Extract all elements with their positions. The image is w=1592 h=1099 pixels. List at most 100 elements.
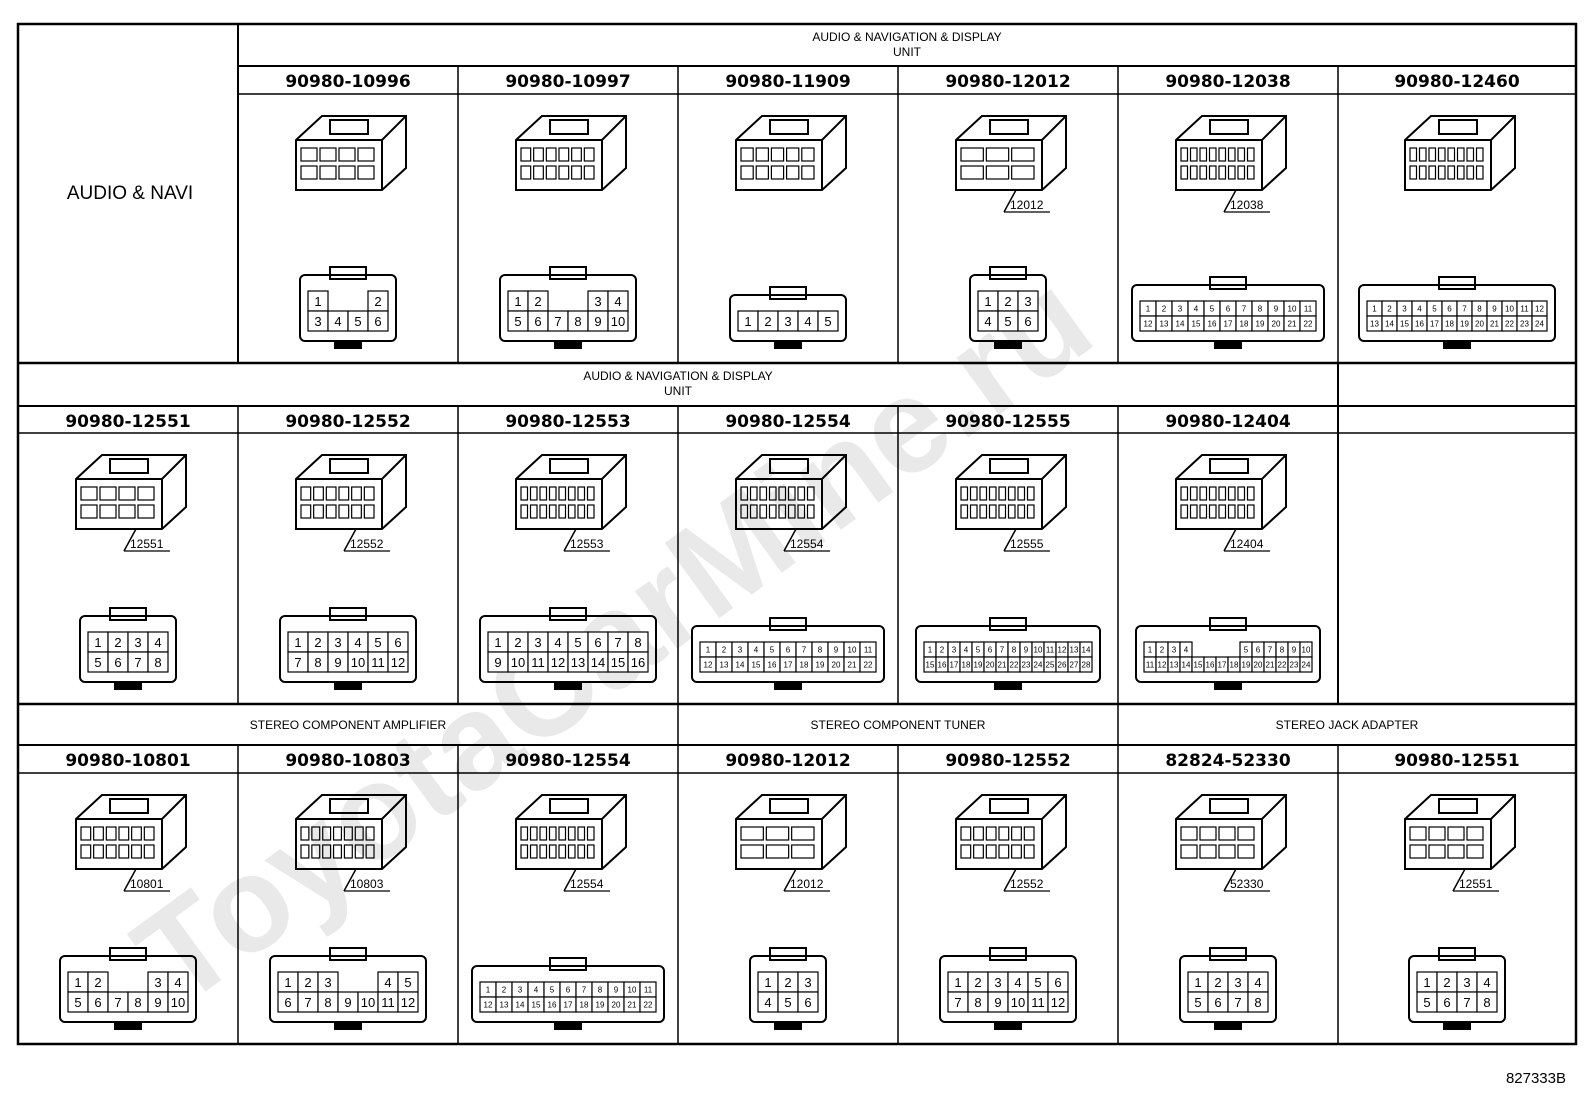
pin-number: 16 bbox=[631, 655, 645, 670]
pin-number: 11 bbox=[1520, 305, 1529, 314]
part-number: 90980-12554 bbox=[505, 751, 631, 771]
pin-number: 10 bbox=[1505, 305, 1514, 314]
pin-number: 5 bbox=[1244, 646, 1249, 655]
pin-number: 11 bbox=[1146, 661, 1155, 670]
part-number: 90980-12551 bbox=[65, 412, 190, 432]
pin-number: 8 bbox=[974, 995, 981, 1010]
pin-number: 14 bbox=[516, 1001, 525, 1010]
connector-isometric-icon: 10801 bbox=[75, 794, 187, 892]
pin-number: 7 bbox=[954, 995, 961, 1010]
group-header: UNIT bbox=[664, 384, 693, 398]
connector-tag: 12554 bbox=[790, 537, 824, 551]
connector-tag: 12404 bbox=[1230, 537, 1264, 551]
pin-number: 6 bbox=[1447, 305, 1452, 314]
pin-number: 1 bbox=[1372, 305, 1377, 314]
part-number: 90980-12012 bbox=[945, 72, 1070, 92]
pin-number: 2 bbox=[1160, 646, 1165, 655]
connector-tag: 12555 bbox=[1010, 537, 1044, 551]
pin-number: 2 bbox=[764, 314, 771, 329]
pin-number: 6 bbox=[374, 314, 381, 329]
pin-number: 1 bbox=[928, 646, 933, 655]
pin-number: 2 bbox=[502, 986, 507, 995]
pin-number: 1 bbox=[94, 635, 101, 650]
pin-number: 10 bbox=[1011, 995, 1025, 1010]
pin-number: 1 bbox=[494, 635, 501, 650]
pin-number: 9 bbox=[594, 314, 601, 329]
pin-number: 24 bbox=[1034, 661, 1043, 670]
connector-tag: 12554 bbox=[570, 877, 604, 891]
connector-isometric-icon: 12551 bbox=[75, 454, 187, 552]
pin-number: 6 bbox=[394, 635, 401, 650]
pin-number: 5 bbox=[404, 975, 411, 990]
group-header: STEREO COMPONENT TUNER bbox=[811, 718, 986, 732]
pin-number: 5 bbox=[976, 646, 981, 655]
pin-number: 1 bbox=[314, 294, 321, 309]
part-number: 90980-12552 bbox=[945, 751, 1070, 771]
part-number: 90980-12404 bbox=[1165, 412, 1291, 432]
connector-isometric-icon: 12553 bbox=[515, 454, 627, 552]
part-number: 90980-11909 bbox=[725, 72, 850, 92]
pin-number: 4 bbox=[1483, 975, 1490, 990]
pin-number: 14 bbox=[1176, 320, 1185, 329]
pin-number: 2 bbox=[1443, 975, 1450, 990]
pin-number: 15 bbox=[1192, 320, 1201, 329]
pin-number: 3 bbox=[804, 975, 811, 990]
pin-number: 12 bbox=[704, 661, 713, 670]
pin-number: 7 bbox=[554, 314, 561, 329]
pin-number: 17 bbox=[784, 661, 793, 670]
pin-number: 10 bbox=[1288, 305, 1297, 314]
pin-number: 15 bbox=[926, 661, 935, 670]
pin-number: 17 bbox=[1430, 320, 1439, 329]
part-number: 82824-52330 bbox=[1165, 751, 1291, 771]
pin-number: 13 bbox=[571, 655, 585, 670]
pin-number: 4 bbox=[1254, 975, 1261, 990]
pin-number: 10 bbox=[171, 995, 185, 1010]
pin-number: 13 bbox=[720, 661, 729, 670]
pin-number: 1 bbox=[764, 975, 771, 990]
pin-number: 20 bbox=[986, 661, 995, 670]
pin-number: 2 bbox=[1387, 305, 1392, 314]
pin-number: 7 bbox=[1463, 995, 1470, 1010]
pin-number: 9 bbox=[834, 646, 839, 655]
pin-number: 1 bbox=[514, 294, 521, 309]
pin-number: 5 bbox=[574, 635, 581, 650]
pin-number: 6 bbox=[1256, 646, 1261, 655]
pin-number: 12 bbox=[1051, 995, 1065, 1010]
pin-number: 5 bbox=[74, 995, 81, 1010]
pin-number: 24 bbox=[1302, 661, 1311, 670]
pin-number: 12 bbox=[391, 655, 405, 670]
pin-number: 5 bbox=[824, 314, 831, 329]
pin-number: 19 bbox=[1460, 320, 1469, 329]
pin-number: 20 bbox=[832, 661, 841, 670]
pin-number: 2 bbox=[304, 975, 311, 990]
connector-tag: 12038 bbox=[1230, 198, 1264, 212]
pin-number: 3 bbox=[952, 646, 957, 655]
pin-number: 8 bbox=[818, 646, 823, 655]
pin-number: 5 bbox=[550, 986, 555, 995]
pin-number: 4 bbox=[1417, 305, 1422, 314]
pin-number: 1 bbox=[1146, 305, 1151, 314]
pin-number: 4 bbox=[764, 995, 771, 1010]
pin-number: 6 bbox=[1443, 995, 1450, 1010]
pin-number: 10 bbox=[611, 314, 625, 329]
pin-number: 21 bbox=[1490, 320, 1499, 329]
pin-number: 2 bbox=[974, 975, 981, 990]
pin-number: 3 bbox=[1234, 975, 1241, 990]
pin-number: 3 bbox=[314, 314, 321, 329]
pin-number: 1 bbox=[1148, 646, 1153, 655]
group-header: STEREO COMPONENT AMPLIFIER bbox=[250, 718, 447, 732]
connector-tag: 52330 bbox=[1230, 877, 1264, 891]
pin-number: 7 bbox=[1242, 305, 1247, 314]
pin-number: 26 bbox=[1058, 661, 1067, 670]
connector-isometric-icon: 12404 bbox=[1175, 454, 1287, 552]
pin-number: 4 bbox=[354, 635, 361, 650]
connector-isometric-icon: 12038 bbox=[1175, 115, 1287, 213]
pin-number: 10 bbox=[848, 646, 857, 655]
